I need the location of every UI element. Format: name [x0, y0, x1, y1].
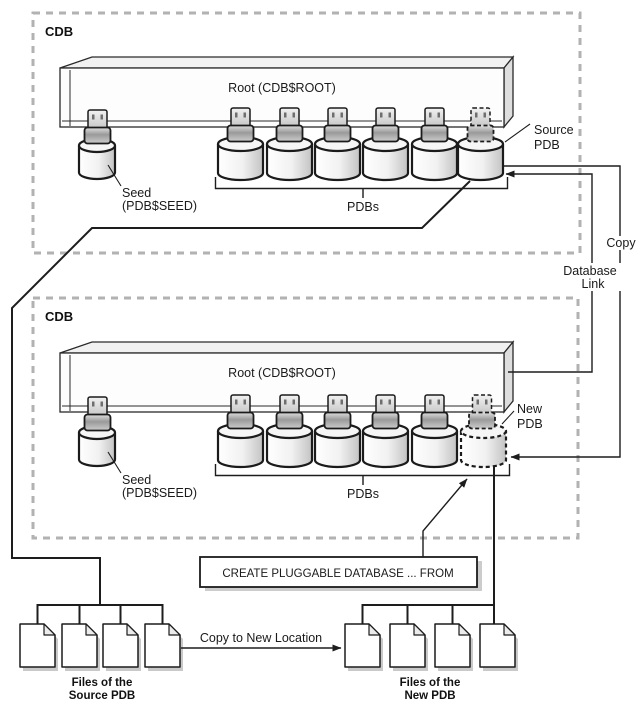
source-pdb-cylinder [456, 135, 505, 182]
cdb-top-container: CDB Root (CDB$ROOT) Seed (PDB$SEED) [31, 11, 582, 255]
new-pdb-label-2: PDB [517, 417, 543, 431]
copy-label-bg [602, 236, 640, 250]
pdbs-bracket-bottom [214, 464, 511, 485]
cdb-top-label: CDB [45, 24, 73, 39]
root-box-right-face [503, 55, 514, 129]
file-icon [344, 623, 384, 672]
pdb-cylinder [265, 135, 314, 182]
root-box-top-face [59, 341, 515, 354]
cdb-bottom-container: CDB Root (CDB$ROOT) Seed (PDB$SEED) PD [31, 296, 580, 540]
seed-bottom-label: Seed [122, 473, 151, 487]
file-icon [479, 623, 519, 672]
plug-icon [83, 396, 112, 432]
statement-box-frame [199, 556, 478, 588]
pdb-cylinder [216, 135, 265, 182]
files-new-label: Files of the [400, 677, 461, 689]
root-top-label: Root (CDB$ROOT) [228, 81, 336, 95]
plug-icon [371, 107, 400, 143]
file-icon [434, 623, 474, 672]
copy-line [502, 165, 621, 461]
new-pdb-cylinder-dashed [459, 422, 508, 469]
plug-icon [323, 394, 352, 430]
statement-arrow [422, 478, 468, 557]
cdb-bottom-dashed-border [31, 296, 580, 540]
seed-top-label-2: (PDB$SEED) [122, 199, 197, 213]
seed-cylinder [77, 137, 117, 181]
file-icon [144, 623, 184, 672]
files-source-label-2: Source PDB [69, 690, 135, 702]
cdb-top-dashed-border [31, 11, 582, 255]
files-new-group: Files of the New PDB [344, 604, 519, 702]
new-pdb-pointer-line [501, 410, 515, 425]
plug-icon [226, 394, 255, 430]
source-pdb-label: Source [534, 123, 574, 137]
database-link-label-bg [556, 263, 622, 291]
files-source-label: Files of the [72, 677, 133, 689]
file-icon [19, 623, 59, 672]
plug-icon [275, 394, 304, 430]
pdbs-top-label: PDBs [347, 200, 379, 214]
copy-to-new-location-label: Copy to New Location [200, 631, 322, 645]
pdb-cylinder [361, 422, 410, 469]
seed-cylinder [77, 424, 117, 468]
pdb-cylinder [361, 135, 410, 182]
pdb-cylinder [313, 135, 362, 182]
source-pdb-label-2: PDB [534, 138, 560, 152]
plug-icon [371, 394, 400, 430]
pdbs-bottom-label: PDBs [347, 487, 379, 501]
plug-icon [420, 394, 449, 430]
pdb-cylinder [410, 135, 459, 182]
pdb-cylinder [410, 422, 459, 469]
root-box-top-face [59, 56, 515, 69]
seed-pointer-line [107, 164, 122, 187]
plug-icon [226, 107, 255, 143]
statement-box-label: CREATE PLUGGABLE DATABASE ... FROM [222, 568, 453, 580]
files-new-bracket [361, 604, 494, 624]
seed-top-label: Seed [122, 186, 151, 200]
source-pdb-pointer-line [504, 123, 531, 143]
cdb-bottom-label: CDB [45, 309, 73, 324]
root-bottom-label: Root (CDB$ROOT) [228, 366, 336, 380]
plug-icon [323, 107, 352, 143]
plug-icon [420, 107, 449, 143]
pdbs-bracket-top [214, 177, 509, 198]
file-icon [61, 623, 101, 672]
files-source-group: Files of the Source PDB [19, 604, 184, 702]
new-pdb-plug-icon-dashed [468, 394, 496, 430]
new-pdb-label: New [517, 402, 543, 416]
pdb-cylinder [265, 422, 314, 469]
plug-icon [83, 109, 112, 145]
root-box-right-face [503, 340, 514, 414]
file-icon [102, 623, 142, 672]
statement-box: CREATE PLUGGABLE DATABASE ... FROM [199, 556, 482, 591]
file-icon [389, 623, 429, 672]
files-new-label-2: New PDB [404, 690, 455, 702]
pdb-cylinder [313, 422, 362, 469]
plug-icon [275, 107, 304, 143]
files-source-bracket [36, 604, 164, 624]
database-link-label-2: Link [582, 277, 606, 291]
copy-label: Copy [606, 236, 636, 250]
source-pdb-to-files-line [11, 180, 471, 606]
source-pdb-plug-icon-dashed [466, 107, 495, 143]
database-link-label: Database [563, 264, 617, 278]
seed-bottom-label-2: (PDB$SEED) [122, 486, 197, 500]
seed-pointer-line [107, 451, 122, 474]
pdb-cylinder [216, 422, 265, 469]
